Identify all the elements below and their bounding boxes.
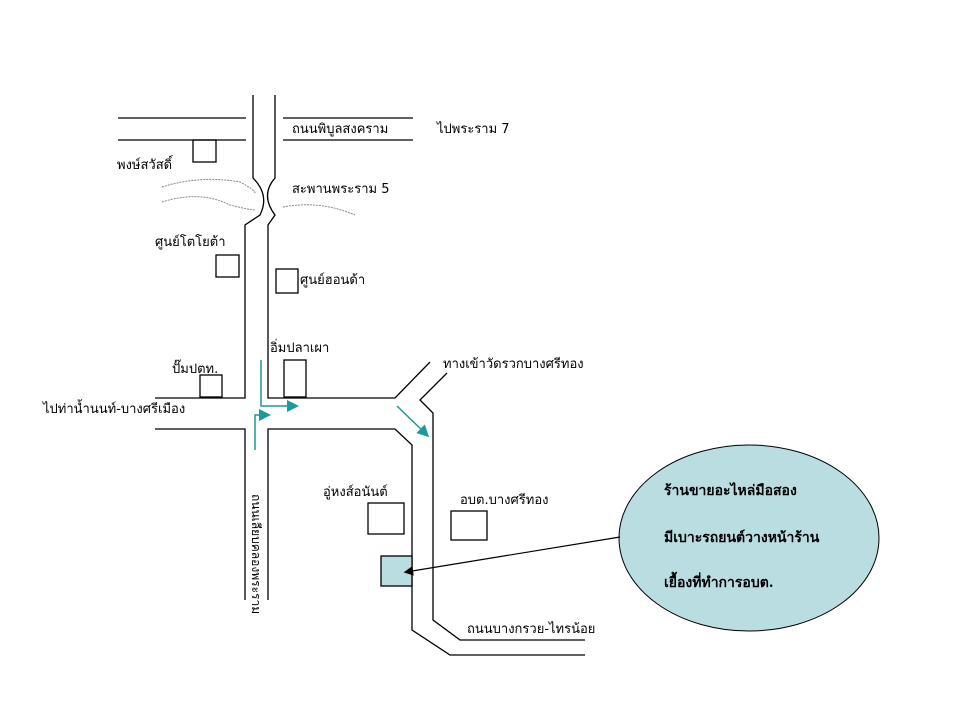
label-toyota: ศูนย์โตโยต้า [155,235,226,250]
label-ptt-station: ปั๊มปตท. [172,362,219,377]
toyota-building [215,254,240,278]
pongsawat-building [192,139,217,163]
label-to-rama7: ไปพระราม 7 [437,122,510,137]
grilled-fish-building [283,359,307,398]
callout-bubble [618,444,880,632]
shop-building [380,555,413,587]
callout-line-3: เยื้องที่ทำการอบต. [664,575,774,591]
label-rama5-bridge: สะพานพระราม 5 [292,182,390,197]
callout-line-2: มีเบาะรถยนต์วางหน้าร้าน [664,530,820,546]
callout-line-1: ร้านขายอะไหล่มือสอง [664,483,797,499]
garage-building [367,502,405,535]
label-pongsawat: พงษ์สวัสดิ์ [117,158,173,173]
callout-pointer [403,536,621,576]
ptt-building [199,374,223,398]
label-honda: ศูนย์ฮอนด้า [300,273,366,288]
route-arrow-2 [254,409,271,450]
label-phibun-road: ถนนพิบูลสงคราม [292,122,389,137]
honda-building [275,268,299,294]
route-arrow-1 [260,360,299,412]
label-vertical-road: ถนนเลียบคลองพระราม [249,494,263,615]
label-wat-entrance: ทางเข้าวัดรวกบางศรีทอง [443,357,584,372]
route-arrow-3 [396,405,430,438]
bangkruai-road-upper [419,372,585,641]
label-sao-office: อบต.บางศรีทอง [460,493,549,508]
label-grilled-fish: อิ่มปลาเผา [270,341,330,356]
cross-road-lower-right [267,428,585,656]
main-road-right [266,95,431,399]
main-road-left [155,95,265,399]
label-garage: อู่หงส์อนันต์ [323,485,388,500]
label-bangkruai-road: ถนนบางกรวย-ไทรน้อย [467,622,596,637]
label-to-tha-nam: ไปท่าน้ำนนท์-บางศรีเมือง [43,402,186,417]
river [161,178,356,216]
sao-building [450,510,488,541]
cross-road-lower-left [155,428,246,600]
